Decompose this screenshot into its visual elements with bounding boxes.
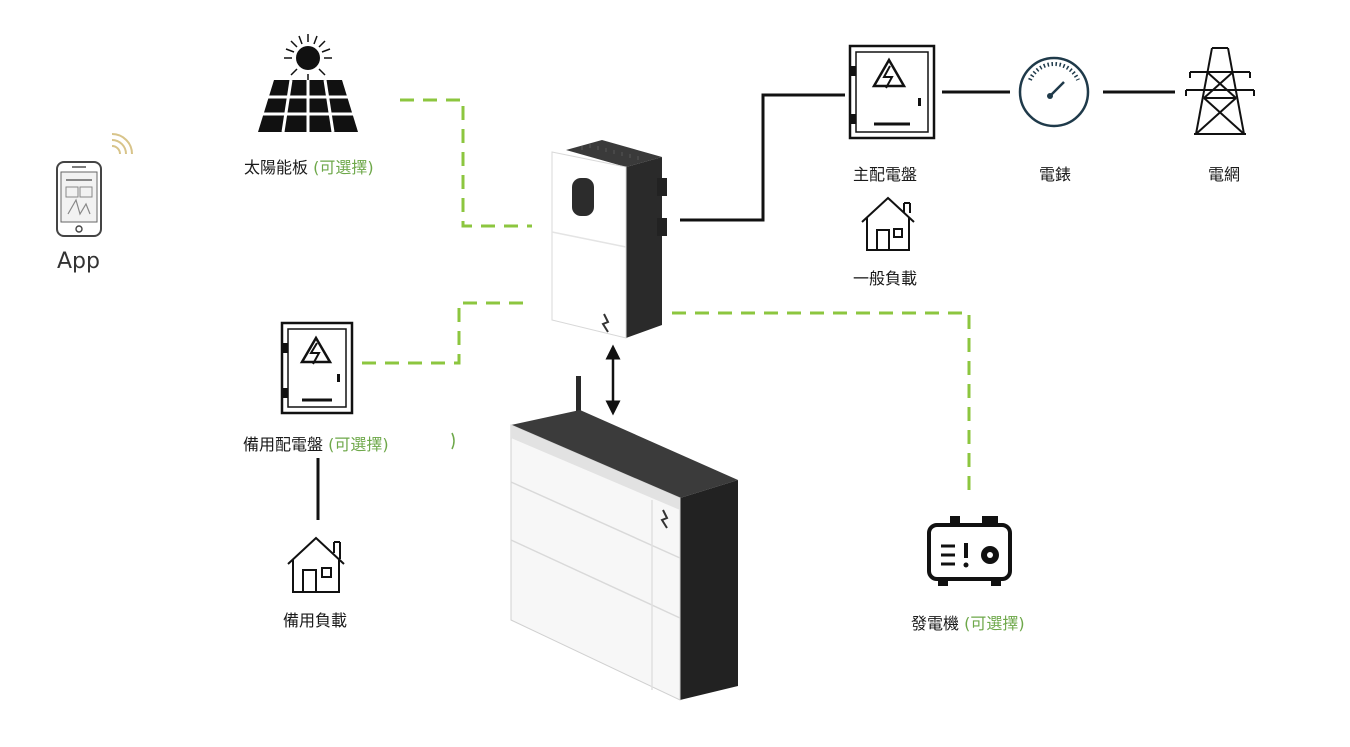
battery-device — [510, 376, 738, 701]
meter-icon — [1018, 56, 1090, 128]
generator-label-name: 發電機 — [911, 614, 960, 633]
main-panel-icon — [848, 44, 936, 140]
general-load-label: 一般負載 — [853, 269, 918, 288]
inverter-to-main-panel-line — [680, 93, 845, 222]
inverter-to-generator-line — [672, 311, 971, 492]
inverter-device — [551, 140, 667, 339]
backup-panel-label: 備用配電盤 (可選擇) — [243, 431, 389, 455]
generator-optional-tag: (可選擇) — [964, 614, 1025, 633]
backup-panel-icon — [280, 321, 354, 415]
backup-load-label: 備用負載 — [283, 611, 348, 630]
transmission-tower-icon — [1185, 47, 1255, 135]
house-icon-general-load — [861, 196, 915, 251]
solar-optional-tag: (可選擇) — [313, 158, 374, 177]
solar-panel-icon — [258, 34, 358, 133]
solar-label: 太陽能板 (可選擇) — [244, 154, 374, 178]
phone-icon — [56, 161, 102, 237]
dashed-connections — [362, 98, 971, 492]
sun-icon — [284, 34, 332, 80]
generator-icon — [927, 516, 1012, 586]
wifi-icon — [111, 133, 133, 155]
solar-label-name: 太陽能板 — [244, 158, 309, 177]
generator-label: 發電機 (可選擇) — [911, 610, 1025, 634]
grid-label: 電網 — [1208, 165, 1241, 184]
backup-panel-to-inverter-line — [362, 301, 532, 365]
house-icon-backup-load — [287, 536, 345, 593]
solid-connections — [316, 90, 1175, 520]
main-panel-label: 主配電盤 — [853, 165, 918, 184]
backup-panel-label-name: 備用配電盤 — [243, 435, 324, 454]
backup-panel-optional-tag: (可選擇) — [328, 435, 389, 454]
solar-to-inverter-line — [400, 98, 532, 228]
meter-label: 電錶 — [1039, 165, 1072, 184]
app-label: App — [57, 249, 100, 274]
stray-bracket-mark — [451, 432, 455, 450]
